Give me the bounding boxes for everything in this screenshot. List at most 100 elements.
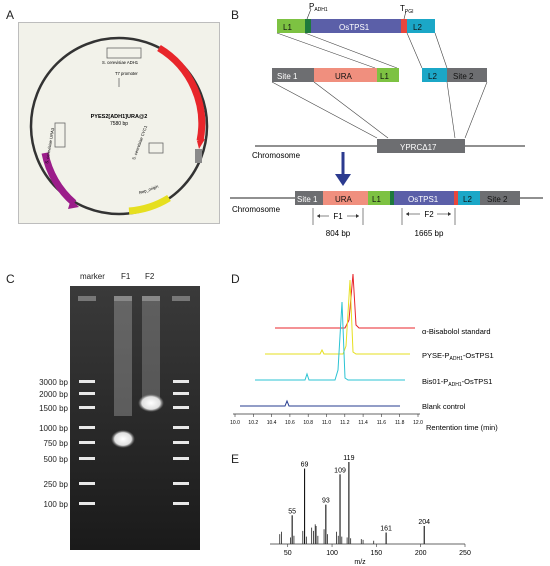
plasmid-feature-label-3: S. cerevisiae URA3: [44, 127, 55, 164]
result-ura-label: URA: [335, 195, 353, 204]
f1-label: F1: [333, 212, 343, 221]
f2-arrowhead-left: [406, 212, 409, 216]
gel-band-r3: [173, 406, 189, 409]
result-site2-label: Site 2: [487, 195, 508, 204]
plasmid-size: 7580 bp: [110, 121, 128, 127]
chromatogram-tick-label: 11.0: [322, 420, 332, 426]
donor-site2: [447, 68, 487, 82]
gel-well-3: [142, 296, 160, 301]
promoter-leader: [306, 8, 312, 20]
plasmid-backbone: [29, 36, 209, 216]
ms-peak-label-119: 119: [343, 455, 354, 462]
ms-peak-label-161: 161: [380, 526, 392, 533]
gel-band-l7: [79, 482, 95, 485]
result-ura: [323, 191, 368, 205]
plasmid-feature-label-2: S. cerevisiae CYC1: [131, 124, 148, 160]
gel-band-f2: [138, 394, 164, 412]
chromatogram-x-label: Rentention time (min): [426, 423, 498, 432]
recomb-line-3: [406, 32, 423, 69]
donor-site2-label: Site 2: [453, 72, 474, 81]
chromatogram-tick-label: 10.6: [285, 420, 295, 426]
ms-x-label: m/z: [354, 559, 366, 566]
gel-ladder-left: [79, 380, 95, 505]
f1-size: 804 bp: [326, 229, 351, 238]
f2-size: 1665 bp: [415, 229, 444, 238]
plasmid-arrow-ura3: [68, 199, 79, 209]
plasmid-map-panel: PYES2[ADH1]URA@2 7580 bp S. cerevisiae A…: [18, 22, 220, 224]
gel-band-l8: [79, 502, 95, 505]
result-site1: [295, 191, 323, 205]
panel-letter-b: B: [231, 8, 240, 22]
gel-image: [70, 286, 200, 550]
plasmid-feature-ura3: [41, 152, 77, 206]
result-l2-label: L2: [463, 195, 472, 204]
chromatogram-tick-label: 10.8: [303, 420, 313, 426]
plasmid-feature-label-1: T7 promoter: [115, 71, 138, 76]
panel-letter-c: C: [6, 272, 15, 286]
ladder-label-250: 250 bp: [43, 480, 68, 489]
ladder-label-500: 500 bp: [43, 455, 68, 464]
ladder-label-2000: 2000 bp: [39, 390, 68, 399]
plasmid-feature-ori: [128, 194, 171, 215]
ms-tick-label: 150: [371, 550, 383, 557]
gel-band-l6: [79, 457, 95, 460]
plasmid-box-adh1: [106, 47, 142, 59]
recomb-line-6: [313, 81, 389, 139]
cassette-l2: [407, 19, 435, 33]
gel-band-r2: [173, 392, 189, 395]
recomb-line-8: [464, 81, 488, 139]
ms-tick-label: 100: [326, 550, 338, 557]
plasmid-feature-label-0: S. cerevisiae ADH1: [102, 60, 139, 65]
cassette-l1-label: L1: [283, 23, 292, 32]
trace-pyse: [265, 279, 410, 355]
chromosome-locus-label: YPRCΔ17: [400, 143, 437, 152]
gel-well-4: [172, 296, 190, 301]
donor-l2-label: L2: [428, 72, 437, 81]
ladder-label-100: 100 bp: [43, 500, 68, 509]
cassette-ostps1-label: OsTPS1: [339, 23, 370, 32]
chromatogram-tick-label: 12.0: [413, 420, 423, 426]
gel-lane-label-f2: F2: [145, 272, 155, 281]
chromatogram-tick-label: 10.0: [230, 420, 240, 426]
plasmid-arrow-red: [197, 139, 205, 149]
result-arrow-head: [335, 174, 351, 186]
result-site2: [480, 191, 520, 205]
plasmid-feature-grey: [195, 149, 202, 163]
ms-peak-label-93: 93: [322, 498, 330, 505]
panel-letter-d: D: [231, 272, 240, 286]
panel-letter-e: E: [231, 452, 240, 466]
trace-bis01: [255, 301, 405, 381]
plasmid-box-left: [54, 122, 66, 148]
gel-band-l3: [79, 406, 95, 409]
gel-band-r4: [173, 426, 189, 429]
legend-blank: Blank control: [422, 402, 466, 411]
legend-bis01: Bis01-PADH1-OsTPS1: [422, 377, 492, 388]
f1-arrowhead-right: [356, 214, 359, 218]
legend-standard: α-Bisabolol standard: [422, 327, 491, 336]
panel-letter-a: A: [6, 8, 15, 22]
gel-smear-f1: [114, 301, 132, 416]
donor-ura-label: URA: [335, 72, 353, 81]
gel-band-r5: [173, 441, 189, 444]
plasmid-name: PYES2[ADH1]URA@2: [91, 114, 148, 120]
ms-peak-label-69: 69: [301, 462, 309, 469]
donor-l1-label: L1: [380, 72, 389, 81]
recomb-line-7: [446, 81, 456, 139]
plasmid-feature-red: [157, 44, 206, 142]
gel-ladder-labels: 3000 bp 2000 bp 1500 bp 1000 bp 750 bp 5…: [22, 370, 68, 540]
chromatogram-tick-label: 11.8: [395, 420, 405, 426]
gel-band-l4: [79, 426, 95, 429]
donor-site1: [272, 68, 314, 82]
ladder-label-3000: 3000 bp: [39, 378, 68, 387]
ladder-label-750: 750 bp: [43, 439, 68, 448]
chromatogram-tick-label: 11.6: [377, 420, 387, 426]
gel-well-2: [114, 296, 132, 301]
ms-tick-label: 250: [459, 550, 471, 557]
donor-l1: [377, 68, 399, 82]
construct-diagram: L1 OsTPS1 L2 PADH1 TPGI Site 1 URA L1 L2…: [230, 2, 543, 238]
